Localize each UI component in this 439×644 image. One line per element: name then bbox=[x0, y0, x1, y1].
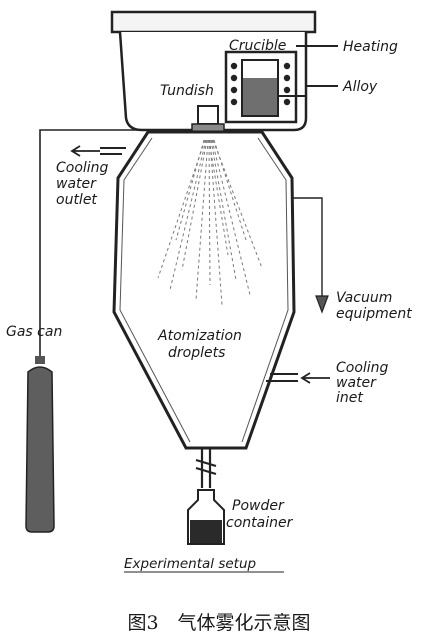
vacuum-valve bbox=[315, 295, 329, 314]
alloy-leader bbox=[278, 85, 338, 97]
cooling-outlet-arrow bbox=[70, 145, 100, 157]
crucible-label: Crucible bbox=[229, 38, 286, 54]
heating-label: Heating bbox=[343, 39, 398, 55]
atomization-label-2: droplets bbox=[168, 345, 225, 361]
tundish-label: Tundish bbox=[160, 83, 214, 99]
vacuum-label-1: Vacuum bbox=[336, 290, 392, 306]
atomization-chamber bbox=[112, 130, 296, 450]
powder-label-1: Powder bbox=[232, 498, 285, 514]
furnace-lid bbox=[110, 10, 317, 34]
cooling-water-outlet-pipe bbox=[100, 147, 126, 155]
cooling-inlet-arrow bbox=[300, 372, 330, 384]
outlet-pipe bbox=[195, 448, 217, 488]
atomization-spray bbox=[157, 139, 263, 306]
vacuum-line bbox=[292, 197, 323, 296]
alloy-label: Alloy bbox=[342, 79, 378, 95]
cooling-outlet-label-1: Cooling bbox=[56, 160, 109, 176]
cooling-inlet-label-3: inet bbox=[336, 390, 363, 406]
cooling-outlet-label-2: water bbox=[56, 176, 97, 192]
cooling-water-inlet-pipe bbox=[266, 373, 298, 382]
gas-can-label: Gas can bbox=[6, 324, 62, 340]
gas-cylinder-valve bbox=[35, 356, 45, 364]
tundish bbox=[197, 105, 219, 125]
gas-supply-line bbox=[39, 129, 148, 358]
gas-cylinder bbox=[25, 366, 55, 533]
setup-caption: Experimental setup bbox=[124, 556, 256, 572]
cooling-inlet-label-2: water bbox=[336, 375, 377, 391]
powder-fill bbox=[190, 520, 222, 543]
figure-caption: 图3 气体雾化示意图 bbox=[127, 612, 310, 634]
cooling-inlet-label-1: Cooling bbox=[336, 360, 389, 376]
alloy-melt bbox=[243, 78, 277, 115]
heating-coils bbox=[230, 62, 291, 106]
cooling-outlet-label-3: outlet bbox=[56, 192, 97, 208]
chamber-inner-wall bbox=[119, 137, 289, 443]
vacuum-label-2: equipment bbox=[336, 306, 412, 322]
powder-label-2: container bbox=[226, 515, 294, 531]
atomization-label-1: Atomization bbox=[157, 328, 242, 344]
